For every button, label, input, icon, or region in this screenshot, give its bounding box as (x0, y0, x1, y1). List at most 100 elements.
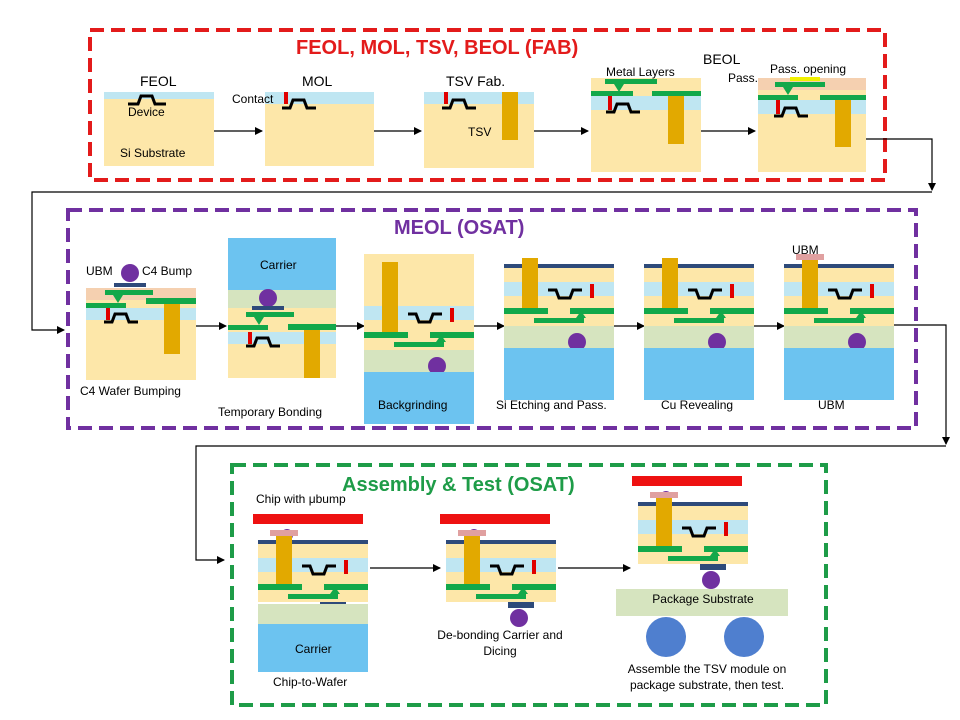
debonding-diagram-tsv-tip (464, 534, 480, 548)
si-etching-diagram-bump-top (568, 333, 586, 351)
backgrinding-diagram-metal-right (430, 332, 474, 338)
chip-to-wafer-diagram-tsv-tip (276, 534, 292, 548)
beol-title: BEOL (703, 51, 741, 67)
final-assembly-diagram-device (682, 526, 716, 538)
si-etching-diagram-via (576, 311, 586, 318)
debonding-diagram-metal-lower (476, 594, 526, 599)
debonding-diagram-metal-right (512, 584, 556, 590)
mol-diagram (265, 92, 374, 166)
si-etching-diagram-adhesive (504, 326, 614, 348)
backgrinding-diagram-metal-lower (394, 342, 444, 347)
package-substrate (616, 589, 788, 616)
final-assembly-diagram-bump (702, 571, 720, 589)
package-substrate-label: Package Substrate (652, 592, 754, 606)
si-etching-diagram-metal-right (570, 308, 614, 314)
chip-to-wafer-diagram-passivation (258, 540, 368, 544)
ubm-diagram (784, 254, 894, 400)
final-caption-line2: package substrate, then test. (629, 678, 785, 692)
cu-caption: Cu Revealing (661, 398, 734, 412)
cu-revealing-diagram-via (716, 311, 726, 318)
ubm-diagram-ubm (796, 254, 824, 260)
final-assembly-diagram-ubm (650, 492, 678, 498)
chip-to-wafer-diagram-ubm (270, 530, 298, 536)
final-caption-line1: Assemble the TSV module on (627, 662, 787, 676)
final-assembly-diagram-contact (724, 522, 728, 536)
debonding-diagram-tsv (464, 544, 480, 584)
backgrinding-diagram-thick-si (364, 254, 474, 292)
ubm-diagram-adhesive (784, 326, 894, 348)
solder-ball-left (646, 617, 686, 657)
backgrinding-diagram-carrier (364, 372, 474, 424)
ubm-caption: UBM (818, 398, 845, 412)
debonding-diagram-device (490, 564, 524, 576)
ubm-diagram-passivation (784, 264, 894, 268)
assembly-section-border (230, 463, 828, 707)
cu-revealing-diagram-device (688, 288, 722, 300)
final-assembly-diagram-pad (700, 564, 726, 570)
debonding-diagram-contact (532, 560, 536, 574)
backgrinding-diagram-tsv-upper (382, 262, 398, 292)
si-etching-diagram-contact (590, 284, 594, 298)
final-assembly-diagram (638, 492, 748, 589)
row2-to-row3-link (195, 445, 946, 564)
metal-layers-title: Metal Layers (606, 65, 675, 79)
assembly-stacks (253, 476, 748, 672)
final-assembly-diagram-metal-left (638, 546, 682, 552)
fab-section-title: FEOL, MOL, TSV, BEOL (FAB) (296, 37, 579, 59)
temp-carrier-label: Carrier (260, 258, 297, 272)
ubm-diagram-device (828, 288, 862, 300)
ubm-diagram-bump-top (848, 333, 866, 351)
debond-caption-line1: De-bonding Carrier and (437, 628, 563, 642)
chip-to-wafer-diagram-via (330, 587, 340, 594)
row1-to-row2-link (31, 191, 932, 334)
cu-revealing-diagram-passivation (644, 264, 754, 268)
feol-diagram (104, 92, 214, 166)
si-etching-diagram-metal-lower (534, 318, 584, 323)
feol-title: FEOL (140, 73, 177, 89)
c4-caption: C4 Wafer Bumping (80, 384, 181, 398)
debonding-diagram-passivation (446, 540, 556, 544)
chip-to-wafer-diagram-metal-lower (288, 594, 338, 599)
c4-bumping-diagram (86, 264, 196, 380)
cu-revealing-diagram-contact (730, 284, 734, 298)
si-etching-diagram (504, 258, 614, 400)
temp-caption: Temporary Bonding (218, 405, 323, 419)
c2w-carrier-label: Carrier (295, 642, 332, 656)
c4-bump-label: C4 Bump (142, 264, 193, 278)
debonding-diagram-pad (508, 602, 534, 608)
chip-to-wafer-diagram-tsv (276, 544, 292, 584)
c2w-top-label: Chip with μbump (256, 492, 346, 506)
final-assembly-diagram-metal-lower (668, 556, 718, 561)
final-assembly-diagram-tsv-tip (656, 496, 672, 510)
cu-revealing-diagram-adhesive (644, 326, 754, 348)
backgrinding-diagram-metal-left (364, 332, 408, 338)
ubm-diagram-tsv (802, 268, 818, 308)
chip-to-wafer-diagram-metal-right (324, 584, 368, 590)
solder-ball-right (724, 617, 764, 657)
mol-title: MOL (302, 73, 333, 89)
tsv-label: TSV (468, 125, 492, 139)
etch-caption: Si Etching and Pass. (496, 398, 607, 412)
backgrinding-diagram-via (436, 335, 446, 342)
si-etching-diagram-tsv (522, 268, 538, 308)
ubm-top-label: UBM (792, 243, 819, 257)
row2-to-row3-arrow (894, 324, 950, 445)
c2w-chip (253, 514, 363, 524)
c2w-adhesive (258, 604, 368, 624)
row1-to-row2-arrow (866, 138, 936, 191)
debonding-diagram-via (518, 587, 528, 594)
cu-revealing-diagram-metal-lower (674, 318, 724, 323)
flipped-stacks (364, 254, 894, 424)
fab-section-border (88, 28, 887, 182)
cu-revealing-diagram (644, 258, 754, 400)
final-assembly-diagram-tsv (656, 506, 672, 546)
backgrinding-diagram-adhesive (364, 350, 474, 372)
cu-revealing-diagram-metal-right (710, 308, 754, 314)
debonding-diagram-ubm (458, 530, 486, 536)
backgrind-caption: Backgrinding (378, 398, 448, 412)
debonding-diagram (446, 530, 556, 627)
temporary-bonding-diagram (228, 238, 336, 378)
debonding-diagram-metal-left (446, 584, 490, 590)
si-etching-diagram-tsv-tip (522, 258, 538, 272)
